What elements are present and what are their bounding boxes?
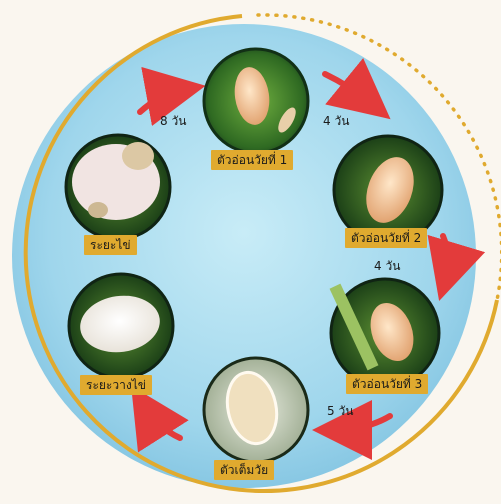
egg-photo — [66, 135, 170, 239]
stage-label-nymph1: ตัวอ่อนวัยที่ 1 — [211, 150, 293, 170]
nymph3-photo — [330, 279, 439, 387]
nymph1-photo — [204, 49, 308, 153]
adult-photo — [204, 358, 308, 462]
stage-label-egg: ระยะไข่ — [84, 235, 137, 255]
duration-nymph2-to-nymph3: 4 วัน — [374, 257, 400, 276]
stage-label-egglaying: ระยะวางไข่ — [80, 375, 152, 395]
stage-label-adult: ตัวเต็มวัย — [214, 460, 274, 480]
egglaying-photo — [69, 274, 173, 378]
stage-label-nymph3: ตัวอ่อนวัยที่ 3 — [346, 374, 428, 394]
stage-label-nymph2: ตัวอ่อนวัยที่ 2 — [345, 228, 427, 248]
duration-egg-to-nymph1: 8 วัน — [160, 112, 186, 131]
duration-nymph1-to-nymph2: 4 วัน — [323, 112, 349, 131]
duration-nymph3-to-adult: 5 วัน — [327, 402, 353, 421]
